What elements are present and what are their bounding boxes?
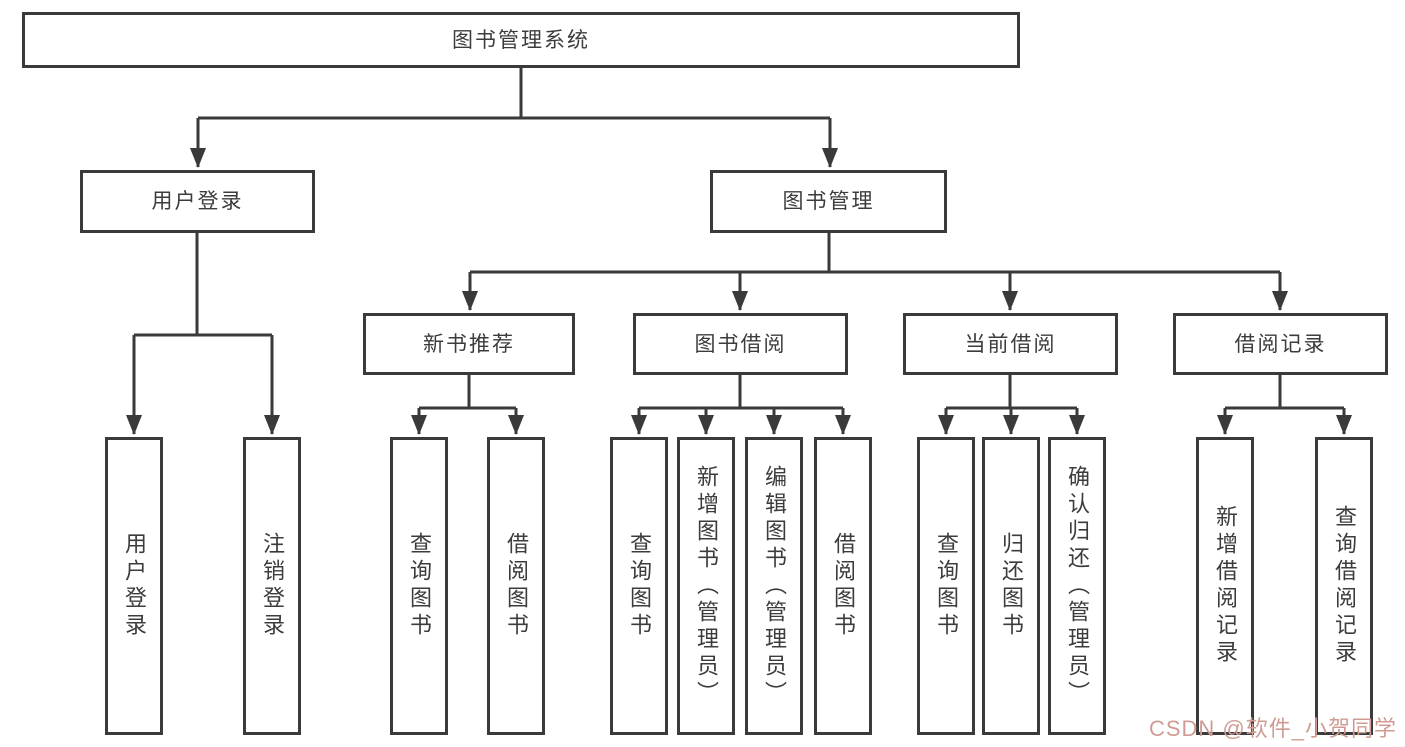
node-label: 查询图书 [627, 532, 652, 640]
node-current-borrow: 当前借阅 [903, 313, 1118, 375]
leaf-borrow-add-book-admin: 新增图书（管理员） [677, 437, 735, 735]
node-label: 图书管理 [782, 190, 875, 213]
connector-root [198, 68, 830, 120]
node-label: 借阅图书 [831, 532, 856, 640]
csdn-watermark: CSDN @软件_小贺同学 [1148, 716, 1397, 741]
node-label: 借阅图书 [504, 532, 529, 640]
connector-borrow-records [1225, 375, 1344, 410]
leaf-borrow-edit-book-admin: 编辑图书（管理员） [745, 437, 803, 735]
connector-new-book-rec [419, 375, 516, 410]
node-label: 用户登录 [151, 190, 244, 213]
leaf-records-query-record: 查询借阅记录 [1315, 437, 1373, 735]
node-book-mgmt: 图书管理 [710, 170, 947, 233]
leaf-user-login: 用户登录 [105, 437, 163, 735]
leaf-rec-query-book: 查询图书 [390, 437, 448, 735]
node-label: 注销登录 [260, 532, 285, 640]
node-label: 编辑图书（管理员） [762, 464, 787, 708]
leaf-logout: 注销登录 [243, 437, 301, 735]
leaf-records-add-record: 新增借阅记录 [1196, 437, 1254, 735]
node-book-borrow: 图书借阅 [633, 313, 848, 375]
node-user-login: 用户登录 [80, 170, 315, 233]
node-new-book-rec: 新书推荐 [363, 313, 575, 375]
node-label: 查询图书 [407, 532, 432, 640]
node-label: 查询图书 [934, 532, 959, 640]
node-label: 借阅记录 [1234, 332, 1327, 356]
node-label: 查询借阅记录 [1332, 505, 1357, 667]
leaf-rec-borrow-book: 借阅图书 [487, 437, 545, 735]
connector-user-login [134, 233, 272, 337]
node-label: 新增图书（管理员） [694, 464, 719, 708]
node-library-system: 图书管理系统 [22, 12, 1020, 68]
leaf-borrow-query-book: 查询图书 [610, 437, 668, 735]
node-label: 图书管理系统 [452, 28, 590, 52]
node-label: 归还图书 [999, 532, 1024, 640]
node-label: 图书借阅 [694, 332, 787, 356]
node-label: 用户登录 [122, 532, 147, 640]
node-label: 新增借阅记录 [1213, 505, 1238, 667]
leaf-borrow-borrow-book: 借阅图书 [814, 437, 872, 735]
leaf-current-query-book: 查询图书 [917, 437, 975, 735]
node-label: 当前借阅 [964, 332, 1057, 356]
leaf-current-confirm-return-admin: 确认归还（管理员） [1048, 437, 1106, 735]
connector-current-borrow [946, 375, 1077, 410]
node-borrow-records: 借阅记录 [1173, 313, 1388, 375]
connector-book-borrow [639, 375, 843, 410]
connector-book-mgmt [470, 233, 1280, 274]
node-label: 新书推荐 [423, 332, 515, 356]
node-label: 确认归还（管理员） [1065, 464, 1090, 708]
leaf-current-return-book: 归还图书 [982, 437, 1040, 735]
